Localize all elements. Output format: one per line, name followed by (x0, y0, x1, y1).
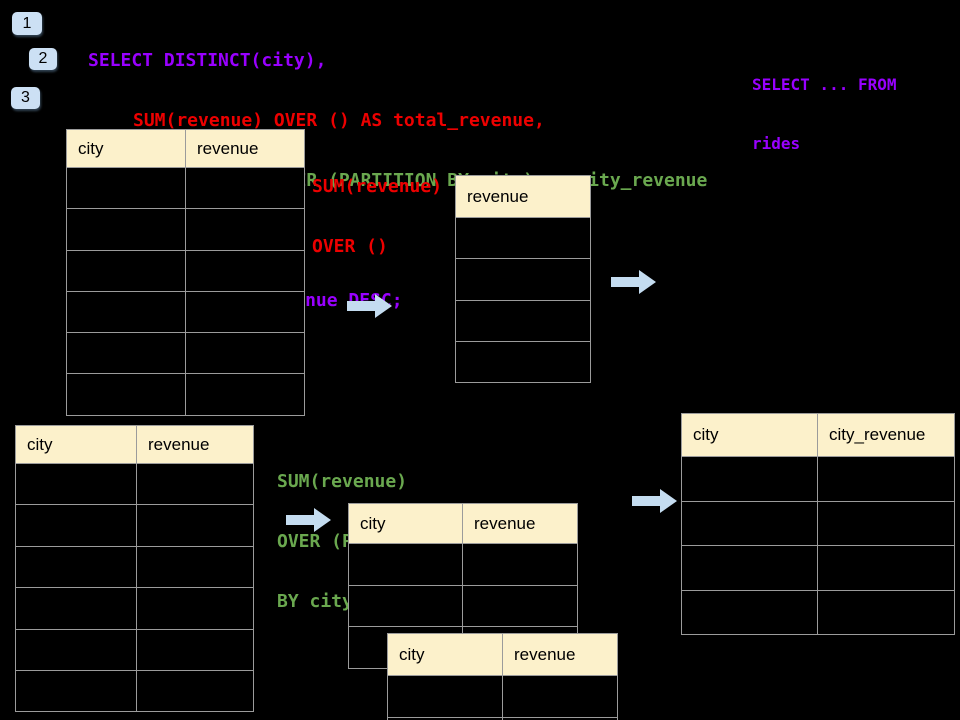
table-cell-empty (137, 546, 254, 589)
sql-note-line-1: SELECT ... FROM (752, 75, 897, 94)
table-final-result: city city_revenue (681, 413, 955, 636)
table-partition-overlay: city revenue (387, 633, 618, 720)
table-cell-empty (16, 670, 137, 713)
table-cell-empty (16, 629, 137, 671)
table-cell-empty (463, 585, 578, 627)
table-cell-empty (349, 544, 463, 586)
table-cell-empty (137, 464, 254, 506)
column-header-city-revenue: city_revenue (818, 414, 955, 457)
table-cell-empty (456, 300, 591, 342)
sql-note: SELECT ... FROM rides (752, 36, 897, 192)
column-header-city: city (682, 414, 818, 457)
table-cell-empty (137, 629, 254, 671)
flow-arrow-right-icon (632, 489, 677, 513)
partition-annotation-line-1: SUM(revenue) (277, 471, 408, 492)
table-cell-empty (388, 676, 503, 718)
table-cell-empty (186, 291, 305, 334)
column-header-city: city (388, 634, 503, 676)
table-cell-empty (682, 590, 818, 636)
table-cell-empty (67, 333, 186, 375)
table-cell-empty (67, 209, 186, 251)
step-badge-1: 1 (12, 12, 42, 35)
table-cell-empty (682, 457, 818, 502)
table-source-top: city revenue (66, 129, 305, 416)
table-cell-empty (818, 590, 955, 636)
table-cell-empty (818, 501, 955, 547)
table-cell-empty (456, 259, 591, 301)
table-cell-empty (388, 718, 503, 720)
total-revenue-annotation: SUM(revenue) OVER () (312, 138, 442, 296)
table-cell-empty (456, 341, 591, 384)
column-header-revenue: revenue (463, 504, 578, 544)
table-cell-empty (67, 168, 186, 210)
column-header-city: city (67, 130, 186, 168)
table-cell-empty (67, 291, 186, 334)
step-badge-2: 2 (29, 48, 57, 70)
column-header-revenue: revenue (456, 176, 591, 218)
table-cell-empty (16, 505, 137, 547)
flow-arrow-right-icon (611, 270, 656, 294)
sql-line-total-revenue: SUM(revenue) OVER () AS total_revenue, (133, 110, 545, 131)
column-header-revenue: revenue (137, 426, 254, 464)
table-cell-empty (16, 546, 137, 589)
table-cell-empty (16, 588, 137, 630)
table-cell-empty (463, 544, 578, 586)
total-annotation-line-2: OVER () (312, 236, 388, 257)
table-cell-empty (16, 464, 137, 506)
table-cell-empty (818, 457, 955, 502)
column-header-revenue: revenue (186, 130, 305, 168)
table-cell-empty (186, 250, 305, 292)
table-cell-empty (503, 718, 618, 720)
column-header-city: city (16, 426, 137, 464)
table-source-bottom: city revenue (15, 425, 254, 713)
column-header-city: city (349, 504, 463, 544)
sql-line-select: SELECT DISTINCT(city), (88, 50, 327, 71)
table-cell-empty (682, 501, 818, 547)
table-cell-empty (186, 168, 305, 210)
table-cell-empty (186, 209, 305, 251)
table-cell-empty (349, 585, 463, 627)
table-cell-empty (67, 250, 186, 292)
flow-arrow-right-icon (347, 294, 392, 318)
total-annotation-line-1: SUM(revenue) (312, 176, 443, 197)
table-cell-empty (137, 588, 254, 630)
table-cell-empty (503, 676, 618, 718)
table-cell-empty (818, 546, 955, 591)
flow-arrow-right-icon (286, 508, 331, 532)
table-cell-empty (456, 218, 591, 260)
table-cell-empty (682, 546, 818, 591)
table-total-revenue-result: revenue (455, 175, 591, 384)
table-cell-empty (67, 374, 186, 416)
table-cell-empty (137, 670, 254, 713)
step-badge-3: 3 (11, 87, 40, 109)
table-cell-empty (137, 505, 254, 547)
table-cell-empty (186, 374, 305, 416)
column-header-revenue: revenue (503, 634, 618, 676)
sql-note-line-2: rides (752, 134, 801, 153)
table-cell-empty (186, 333, 305, 375)
